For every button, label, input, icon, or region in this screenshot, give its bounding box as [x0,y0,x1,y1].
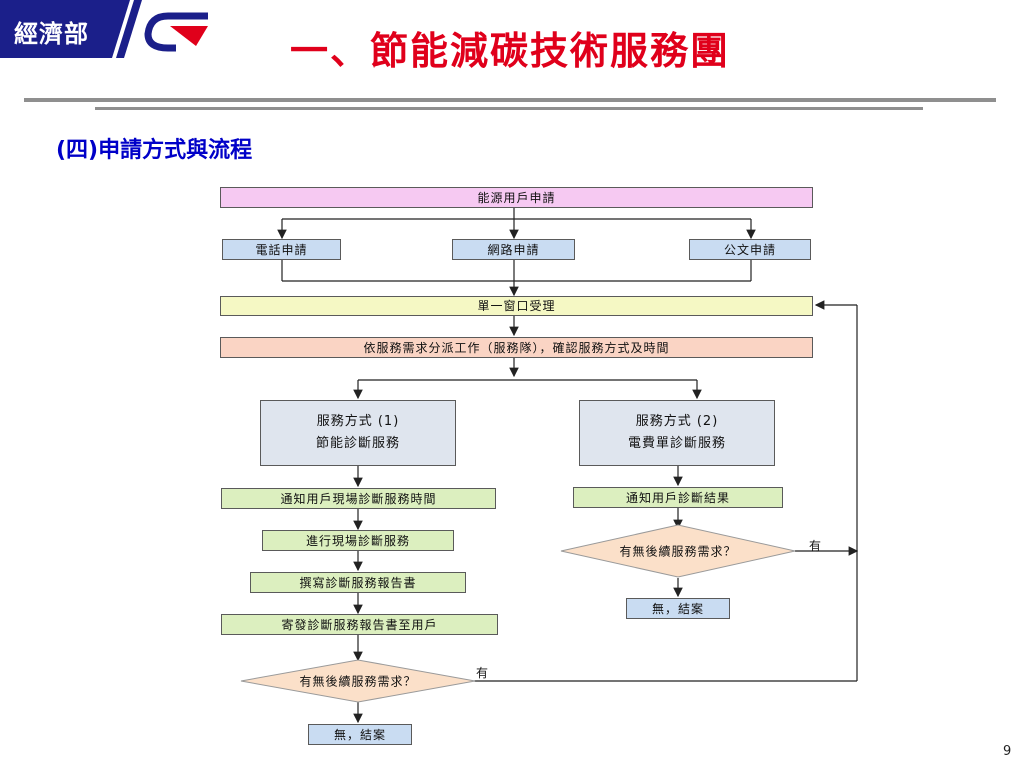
decision-yes-label: 有 [476,666,489,680]
page-number: 9 [1003,744,1012,759]
flow-channel-document: 公文申請 [689,239,811,260]
flow-mode1-box: 服務方式 (1) 節能診斷服務 [260,400,456,466]
decision-label: 有無後續服務需求？ [619,544,737,559]
flow-mode2-step: 通知用戶診斷結果 [573,487,783,508]
mode2-title: 服務方式 (2) [635,414,719,429]
flow-dispatch-box: 依服務需求分派工作（服務隊），確認服務方式及時間 [220,337,813,358]
flow-channel-web: 網路申請 [452,239,575,260]
slide-title: 一、節能減碳技術服務團 [290,29,731,73]
mode2-name: 電費單診斷服務 [627,436,726,451]
flow-start-box: 能源用戶申請 [220,187,813,208]
flow-mode1-step: 通知用戶現場診斷服務時間 [221,488,496,509]
flow-end-box: 無，結案 [626,598,730,619]
flow-channel-phone: 電話申請 [222,239,341,260]
flow-end-box: 無，結案 [308,724,412,745]
flow-mode1-step: 撰寫診斷服務報告書 [250,572,466,593]
header-rule-secondary [95,107,923,110]
mode1-name: 節能診斷服務 [315,436,400,451]
decision-yes-label: 有 [809,539,822,553]
ministry-name: 經濟部 [14,19,89,48]
flow-window-box: 單一窗口受理 [220,296,813,316]
header-rule [24,98,996,102]
decision-diamond [560,524,796,578]
decision-diamond [240,659,476,703]
flow-mode1-step: 進行現場診斷服務 [262,530,454,551]
section-subtitle: (四)申請方式與流程 [56,138,253,163]
decision-label: 有無後續服務需求？ [299,674,417,689]
flow-mode1-step: 寄發診斷服務報告書至用戶 [221,614,498,635]
ministry-logo [0,0,208,58]
flow-mode2-box: 服務方式 (2) 電費單診斷服務 [579,400,775,466]
mode1-title: 服務方式 (1) [316,414,400,429]
